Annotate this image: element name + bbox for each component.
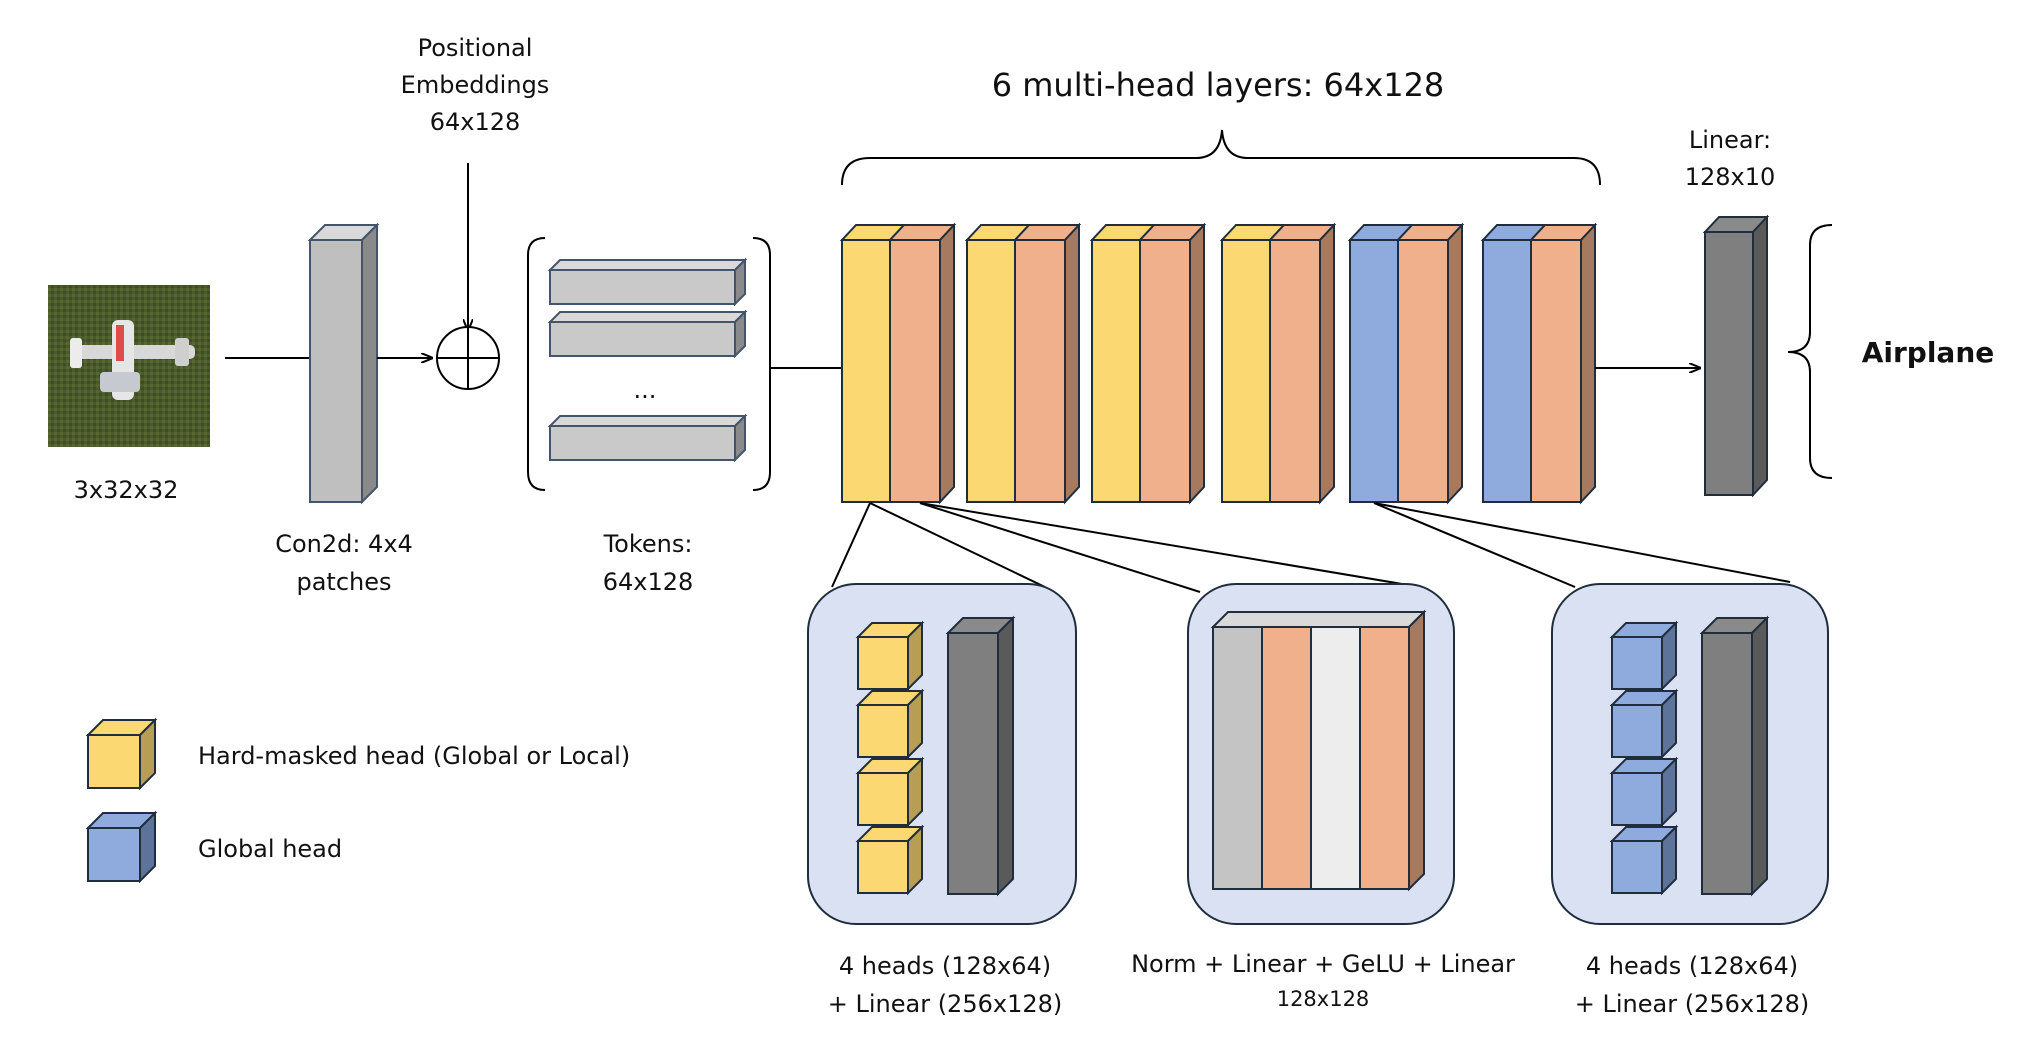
layer-3 xyxy=(1089,222,1207,505)
expansion-lines xyxy=(831,502,1791,593)
layer-5 xyxy=(1347,222,1465,505)
token-bar xyxy=(547,309,748,359)
gelu-block xyxy=(1310,626,1361,890)
conv-block xyxy=(307,222,380,505)
linear-projection-block xyxy=(945,615,1016,897)
token-bar xyxy=(547,257,748,307)
layer-2 xyxy=(964,222,1082,505)
input-label: 3x32x32 xyxy=(74,476,179,504)
norm-block xyxy=(1212,626,1263,890)
add-operator-icon xyxy=(436,326,500,390)
multihead-title: 6 multi-head layers: 64x128 xyxy=(992,66,1445,104)
head-cube xyxy=(1609,620,1679,692)
token-ellipsis: ... xyxy=(634,376,657,404)
output-brace xyxy=(1787,224,1833,479)
detail-panel-mlp xyxy=(1187,583,1455,925)
legend-item-hard-masked: Hard-masked head (Global or Local) xyxy=(85,717,630,791)
tokens-label-line2: 64x128 xyxy=(603,568,694,596)
detail-mid-line2: 128x128 xyxy=(1277,987,1370,1011)
detail-mid-line1: Norm + Linear + GeLU + Linear xyxy=(1131,950,1515,978)
linear-block-2 xyxy=(1359,626,1410,890)
head-cube xyxy=(1609,824,1679,896)
head-cube xyxy=(855,824,925,896)
detail-left-line1: 4 heads (128x64) xyxy=(839,952,1051,980)
input-image xyxy=(48,285,210,447)
legend: Hard-masked head (Global or Local) Globa… xyxy=(85,717,630,884)
legend-label-global: Global head xyxy=(198,835,342,863)
conv-label-line2: patches xyxy=(296,568,391,596)
detail-right-line2: + Linear (256x128) xyxy=(1575,990,1810,1018)
layer-4 xyxy=(1219,222,1337,505)
token-bar xyxy=(547,413,748,463)
linear-label-line2: 128x10 xyxy=(1685,163,1776,191)
yellow-cube-icon xyxy=(85,717,158,791)
head-cube xyxy=(855,756,925,828)
linear-label-line1: Linear: xyxy=(1689,126,1771,154)
tokens-group: ... xyxy=(527,237,771,491)
pos-emb-line1: Positional xyxy=(418,34,533,62)
layer-1 xyxy=(839,222,957,505)
head-cube xyxy=(855,620,925,692)
conv-label-line1: Con2d: 4x4 xyxy=(275,530,413,558)
pos-emb-line2: Embeddings xyxy=(401,71,550,99)
multihead-brace xyxy=(841,129,1601,186)
detail-panel-global xyxy=(1551,583,1829,925)
pos-emb-line3: 64x128 xyxy=(430,108,521,136)
legend-label-hard-masked: Hard-masked head (Global or Local) xyxy=(198,742,630,770)
head-cube xyxy=(855,688,925,760)
tokens-label-line1: Tokens: xyxy=(603,530,693,558)
layer-6 xyxy=(1480,222,1598,505)
detail-left-line2: + Linear (256x128) xyxy=(828,990,1063,1018)
blue-cube-icon xyxy=(85,810,158,884)
legend-item-global: Global head xyxy=(85,810,342,884)
linear-block xyxy=(1702,214,1770,498)
linear-projection-block xyxy=(1699,615,1770,897)
detail-right-line1: 4 heads (128x64) xyxy=(1586,952,1798,980)
output-label: Airplane xyxy=(1862,336,1995,369)
detail-panel-hard-masked xyxy=(807,583,1077,925)
airplane-icon xyxy=(70,320,195,400)
head-cube xyxy=(1609,756,1679,828)
head-cube xyxy=(1609,688,1679,760)
linear-block-1 xyxy=(1261,626,1312,890)
